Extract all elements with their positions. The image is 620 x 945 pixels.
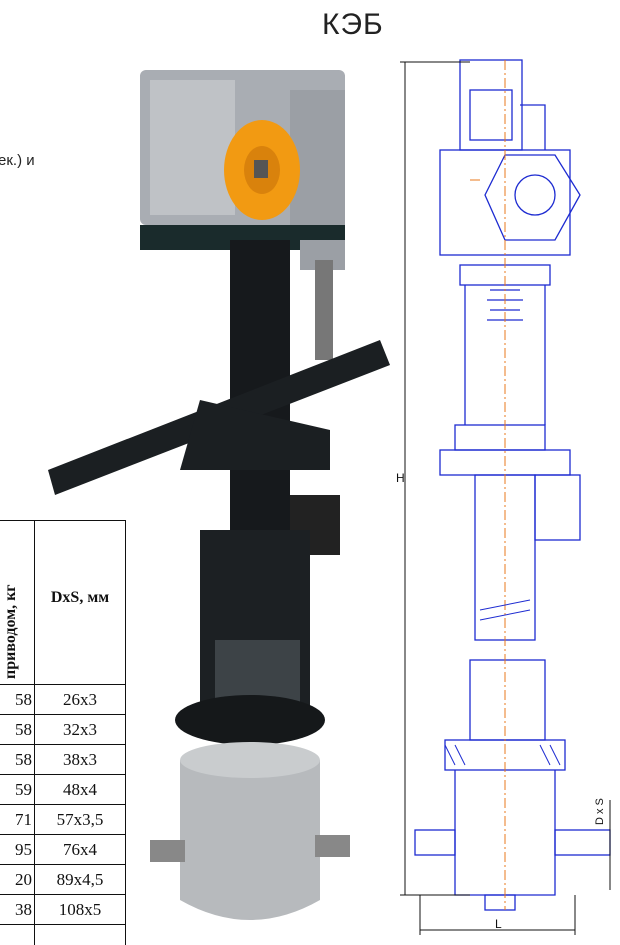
dxs-header: DxS, мм xyxy=(50,589,110,606)
table-cell: 38x3 xyxy=(35,745,125,775)
table-cell: 95 xyxy=(0,835,34,865)
table-cell: 59 xyxy=(0,775,34,805)
table-cell: 76x4 xyxy=(35,835,125,865)
table-cell: 38 xyxy=(0,895,34,925)
spec-table: приводом, кг 58 58 58 59 71 95 20 38 DxS… xyxy=(0,520,126,945)
flange xyxy=(175,695,325,745)
table-cell: 32x3 xyxy=(35,715,125,745)
table-cell: 20 xyxy=(0,865,34,895)
table-cell: 48x4 xyxy=(35,775,125,805)
technical-drawing: H L D x S xyxy=(396,59,611,935)
label-dxs: D x S xyxy=(594,798,606,825)
label-h: H xyxy=(396,471,405,485)
table-cell: 58 xyxy=(0,715,34,745)
label-l: L xyxy=(495,917,502,931)
table-cell: 89x4,5 xyxy=(35,865,125,895)
valve-body xyxy=(180,760,320,920)
table-cell: 26x3 xyxy=(35,685,125,715)
body-text-fragment: ек.) и xyxy=(0,152,35,169)
table-cell: 108x5 xyxy=(35,895,125,925)
table-cell: 57x3,5 xyxy=(35,805,125,835)
table-cell: 58 xyxy=(0,685,34,715)
dxs-column: DxS, мм 26x3 32x3 38x3 48x4 57x3,5 76x4 … xyxy=(34,520,126,945)
table-cell: 71 xyxy=(0,805,34,835)
valve-photo xyxy=(48,70,390,920)
mass-header: приводом, кг xyxy=(2,584,19,679)
table-cell: 58 xyxy=(0,745,34,775)
mass-column: приводом, кг 58 58 58 59 71 95 20 38 xyxy=(0,520,34,945)
page-title: КЭБ xyxy=(322,8,384,41)
